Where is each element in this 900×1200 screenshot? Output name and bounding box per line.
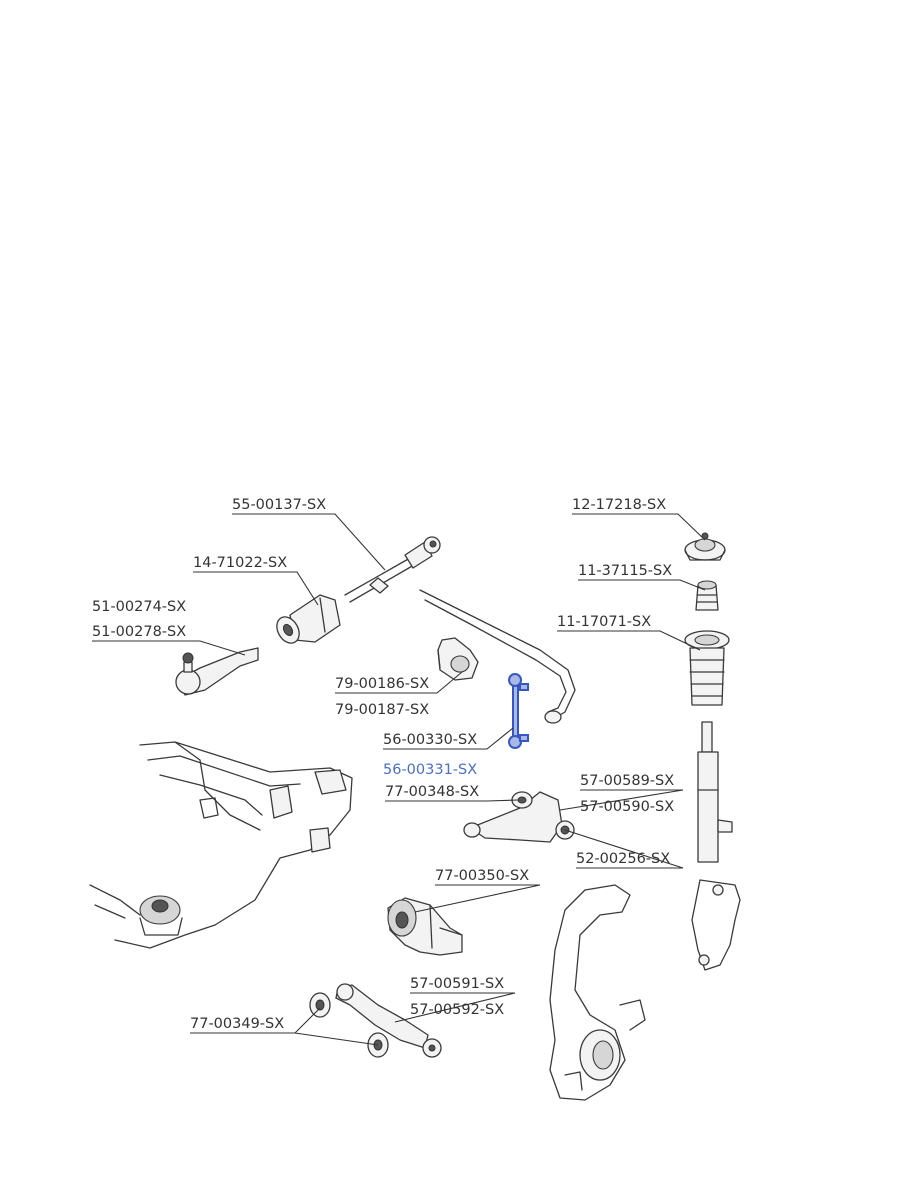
stabilizer-bar-part (419, 589, 576, 724)
stabilizer-link-part (508, 673, 529, 749)
label-12-17218[interactable]: 12-17218-SX (572, 497, 666, 513)
label-77-00350[interactable]: 77-00350-SX (435, 868, 529, 884)
label-51-00278[interactable]: 51-00278-SX (92, 624, 186, 640)
stabilizer-bushing-part (437, 637, 479, 681)
label-57-00591[interactable]: 57-00591-SX (410, 976, 504, 992)
steering-rack-boot-part (276, 594, 341, 644)
label-11-17071[interactable]: 11-17071-SX (557, 614, 651, 630)
shock-absorber-drawing (691, 721, 741, 971)
label-77-00348[interactable]: 77-00348-SX (385, 784, 479, 800)
bump-stop-part (695, 580, 719, 611)
strut-boot-part (684, 630, 730, 706)
tie-rod-end-part (175, 647, 259, 696)
strut-mount-part (684, 532, 726, 561)
label-56-00330[interactable]: 56-00330-SX (383, 732, 477, 748)
front-subframe-drawing (89, 741, 353, 949)
label-79-00186[interactable]: 79-00186-SX (335, 676, 429, 692)
inner-tie-rod-part (344, 536, 441, 603)
label-57-00589[interactable]: 57-00589-SX (580, 773, 674, 789)
label-11-37115[interactable]: 11-37115-SX (578, 563, 672, 579)
leader-lines (92, 513, 706, 1046)
label-57-00590[interactable]: 57-00590-SX (580, 799, 674, 815)
part-number-labels: 55-00137-SX 14-71022-SX 51-00274-SX 51-0… (92, 497, 674, 1032)
steering-knuckle-drawing (549, 884, 646, 1101)
upper-control-arm-part (463, 791, 575, 843)
label-51-00274[interactable]: 51-00274-SX (92, 599, 186, 615)
label-14-71022[interactable]: 14-71022-SX (193, 555, 287, 571)
label-55-00137[interactable]: 55-00137-SX (232, 497, 326, 513)
label-77-00349[interactable]: 77-00349-SX (190, 1016, 284, 1032)
lower-control-arm-part (335, 983, 442, 1058)
label-52-00256[interactable]: 52-00256-SX (576, 851, 670, 867)
control-arm-bushing-part (387, 897, 463, 956)
label-56-00331[interactable]: 56-00331-SX (383, 762, 477, 778)
label-79-00187[interactable]: 79-00187-SX (335, 702, 429, 718)
label-57-00592[interactable]: 57-00592-SX (410, 1002, 504, 1018)
